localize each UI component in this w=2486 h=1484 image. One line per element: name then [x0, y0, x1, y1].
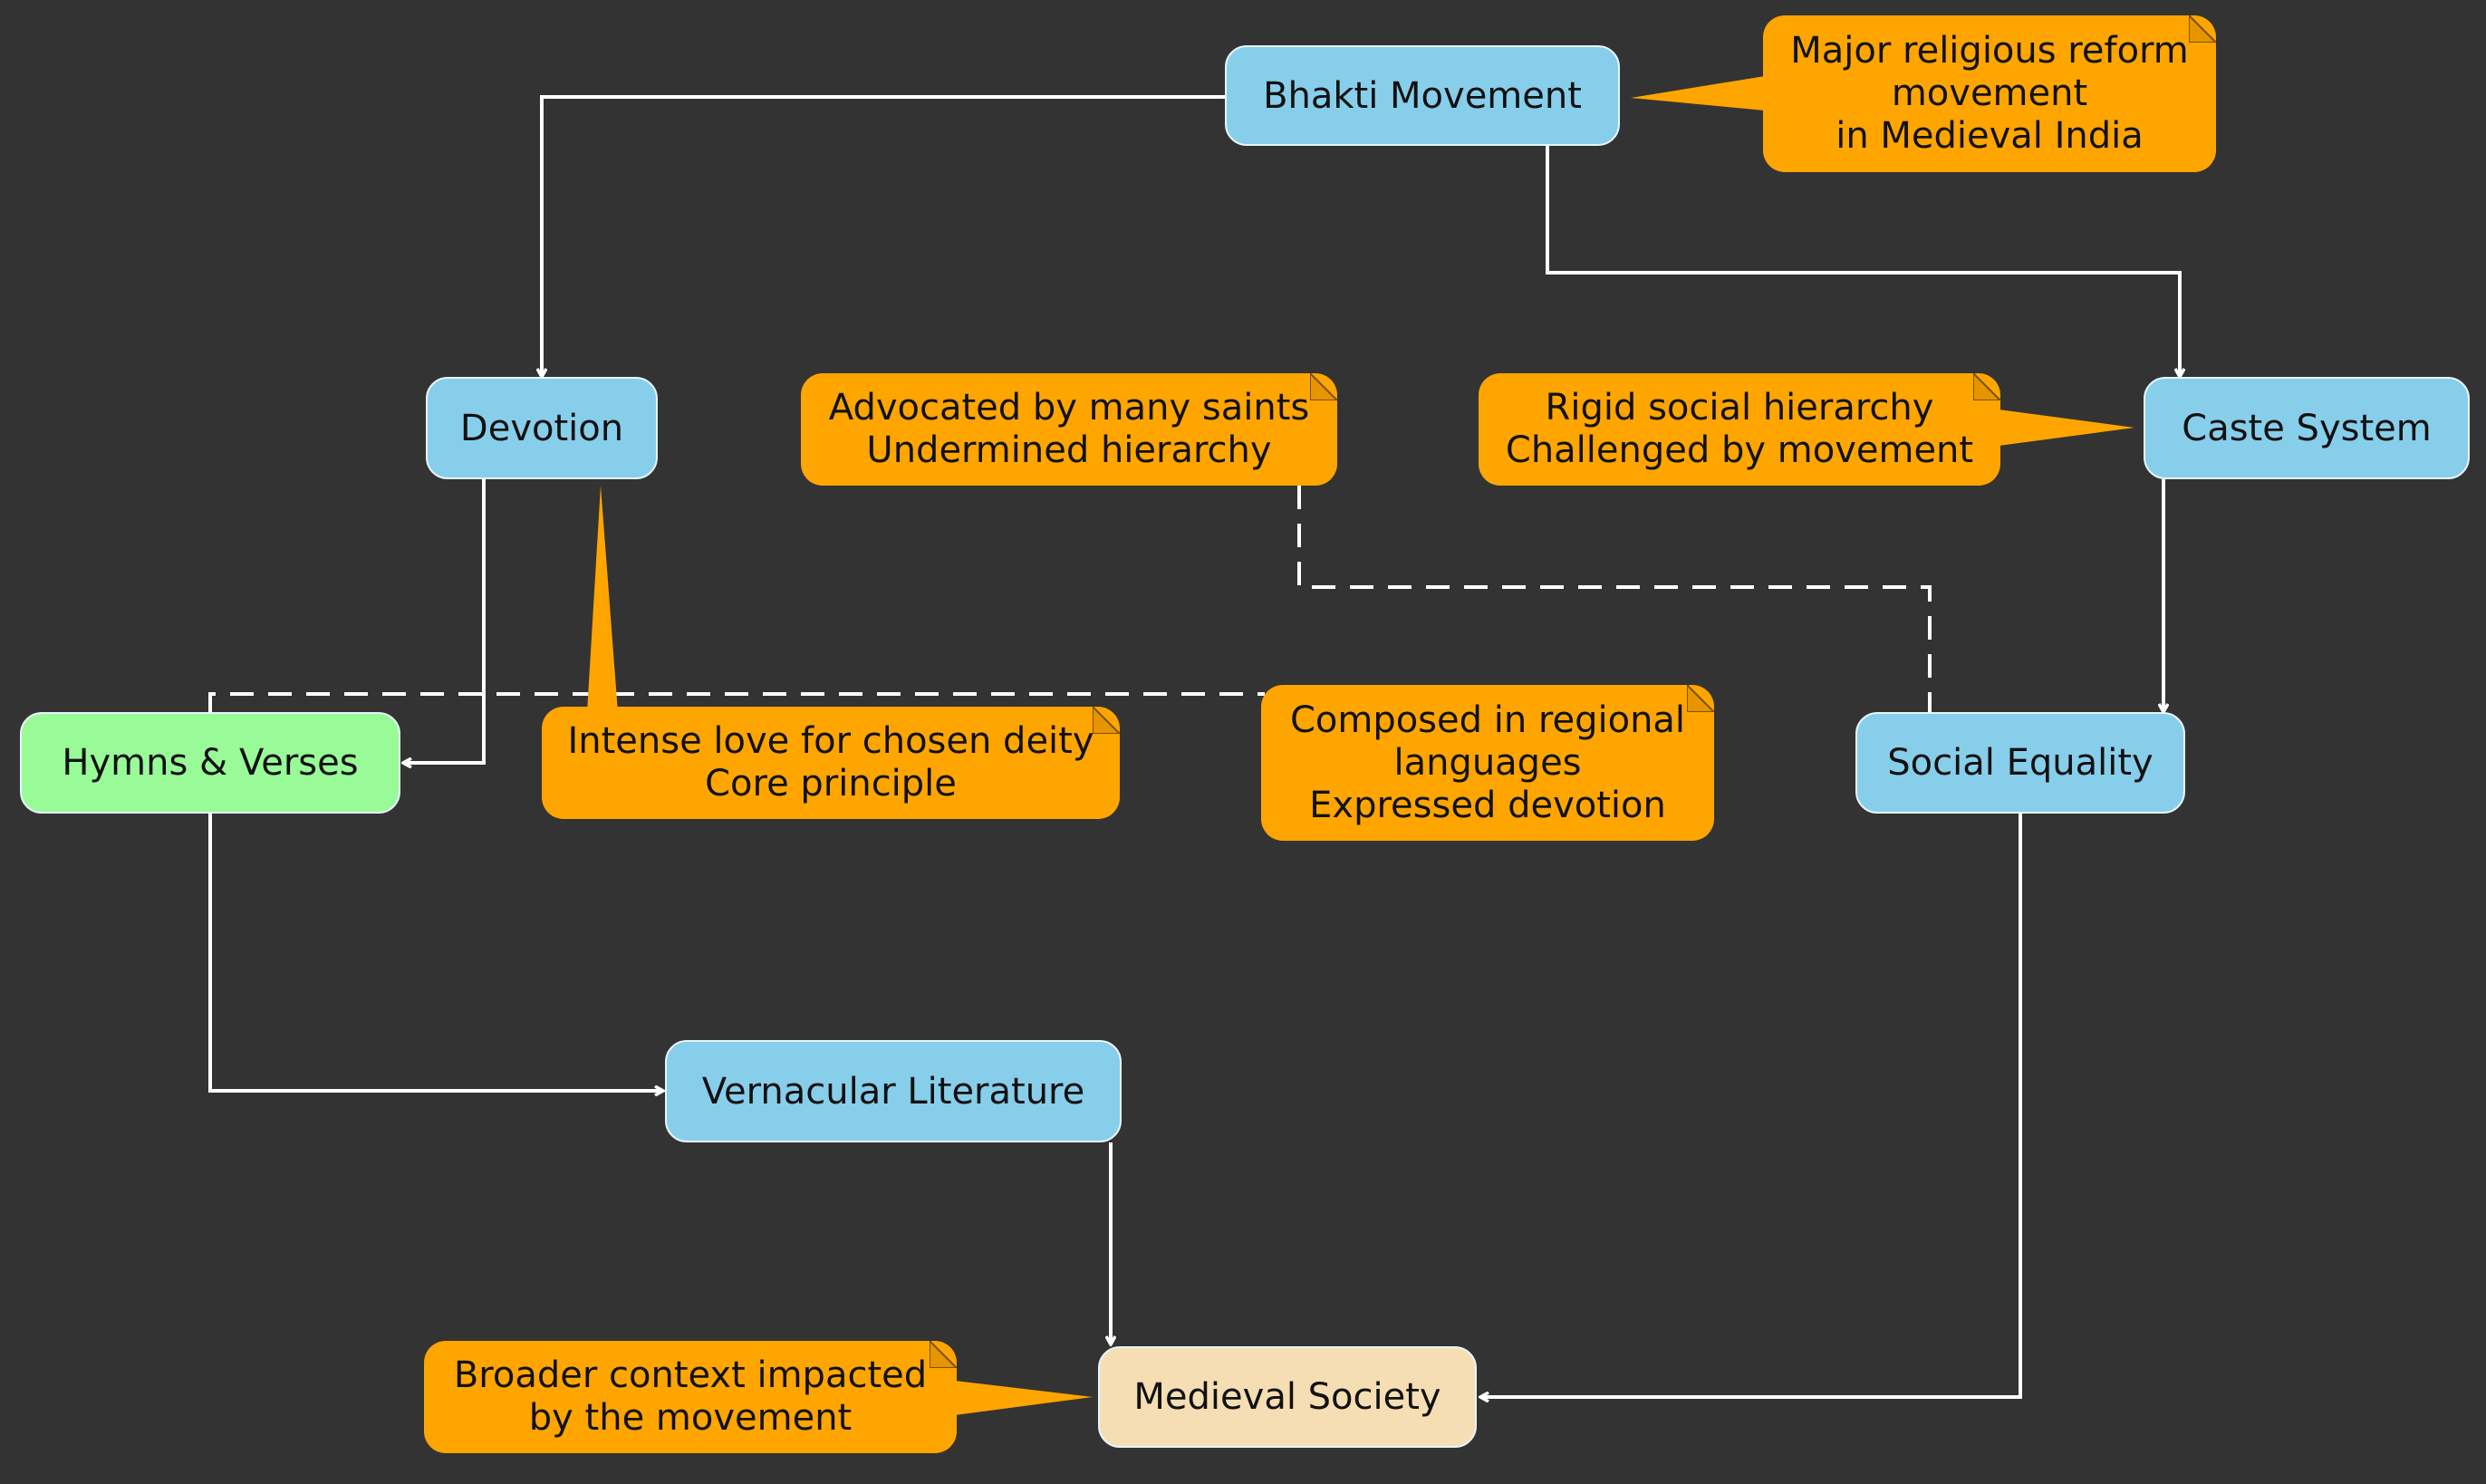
note-devotion-line-1: Intense love for chosen deity — [567, 720, 1094, 762]
note-caste-line-2: Challenged by movement — [1505, 429, 1974, 471]
node-vernacular-literature-label: Vernacular Literature — [701, 1070, 1085, 1113]
callout-tail-caste — [1999, 410, 2134, 446]
note-caste-line-1: Rigid social hierarchy — [1545, 387, 1934, 429]
note-devotion: Intense love for chosen deity Core princ… — [542, 707, 1120, 819]
node-hymns-verses-label: Hymns & Verses — [62, 742, 359, 784]
note-hymns: Composed in regional languages Expressed… — [1261, 685, 1714, 841]
node-hymns-verses[interactable]: Hymns & Verses — [20, 712, 400, 814]
edge-hymns-to-vernacular — [208, 814, 663, 1091]
note-fold-icon — [1093, 707, 1120, 734]
note-fold-icon — [1310, 373, 1337, 400]
node-caste-system-label: Caste System — [2182, 407, 2432, 449]
edge-bhakti-to-caste — [1546, 146, 2180, 377]
note-fold-icon — [2189, 15, 2216, 43]
edge-bhakti-to-devotion — [542, 95, 1225, 377]
note-hymns-line-1: Composed in regional — [1289, 699, 1686, 741]
callout-tail-bhakti — [1631, 76, 1765, 111]
node-bhakti-movement[interactable]: Bhakti Movement — [1225, 45, 1620, 146]
note-saints-line-1: Advocated by many saints — [828, 387, 1310, 429]
note-bhakti-line-3: in Medieval India — [1836, 115, 2144, 157]
note-fold-icon — [1973, 373, 2000, 400]
note-medieval-line-2: by the movement — [528, 1397, 853, 1439]
node-social-equality-label: Social Equality — [1887, 742, 2154, 784]
note-fold-icon — [930, 1341, 957, 1368]
note-bhakti-line-1: Major religious reform — [1790, 30, 2189, 72]
node-vernacular-literature[interactable]: Vernacular Literature — [665, 1040, 1122, 1142]
node-medieval-society[interactable]: Medieval Society — [1098, 1346, 1477, 1448]
edge-social-equality-to-medieval — [1480, 814, 2022, 1397]
node-caste-system[interactable]: Caste System — [2144, 377, 2470, 479]
node-medieval-society-label: Medieval Society — [1133, 1376, 1441, 1418]
note-bhakti: Major religious reform movement in Medie… — [1763, 15, 2216, 172]
callout-tail-devotion — [587, 486, 618, 712]
note-devotion-line-2: Core principle — [705, 763, 957, 805]
node-social-equality[interactable]: Social Equality — [1855, 712, 2185, 814]
note-hymns-line-3: Expressed devotion — [1309, 784, 1666, 826]
note-saints-line-2: Undermined hierarchy — [866, 429, 1272, 471]
note-link-hymns — [208, 692, 1265, 712]
node-devotion[interactable]: Devotion — [426, 377, 658, 479]
note-medieval: Broader context impacted by the movement — [424, 1341, 957, 1453]
note-link-saints — [1297, 486, 1932, 712]
callout-tail-medieval — [955, 1381, 1093, 1415]
note-hymns-line-2: languages — [1393, 741, 1582, 784]
note-fold-icon — [1687, 685, 1714, 712]
node-devotion-label: Devotion — [459, 407, 624, 449]
edge-devotion-to-hymns — [403, 479, 486, 763]
note-caste: Rigid social hierarchy Challenged by mov… — [1479, 373, 2000, 486]
note-medieval-line-1: Broader context impacted — [453, 1354, 928, 1396]
note-saints: Advocated by many saints Undermined hier… — [801, 373, 1337, 486]
note-bhakti-line-2: movement — [1891, 72, 2088, 114]
node-bhakti-movement-label: Bhakti Movement — [1263, 74, 1582, 117]
